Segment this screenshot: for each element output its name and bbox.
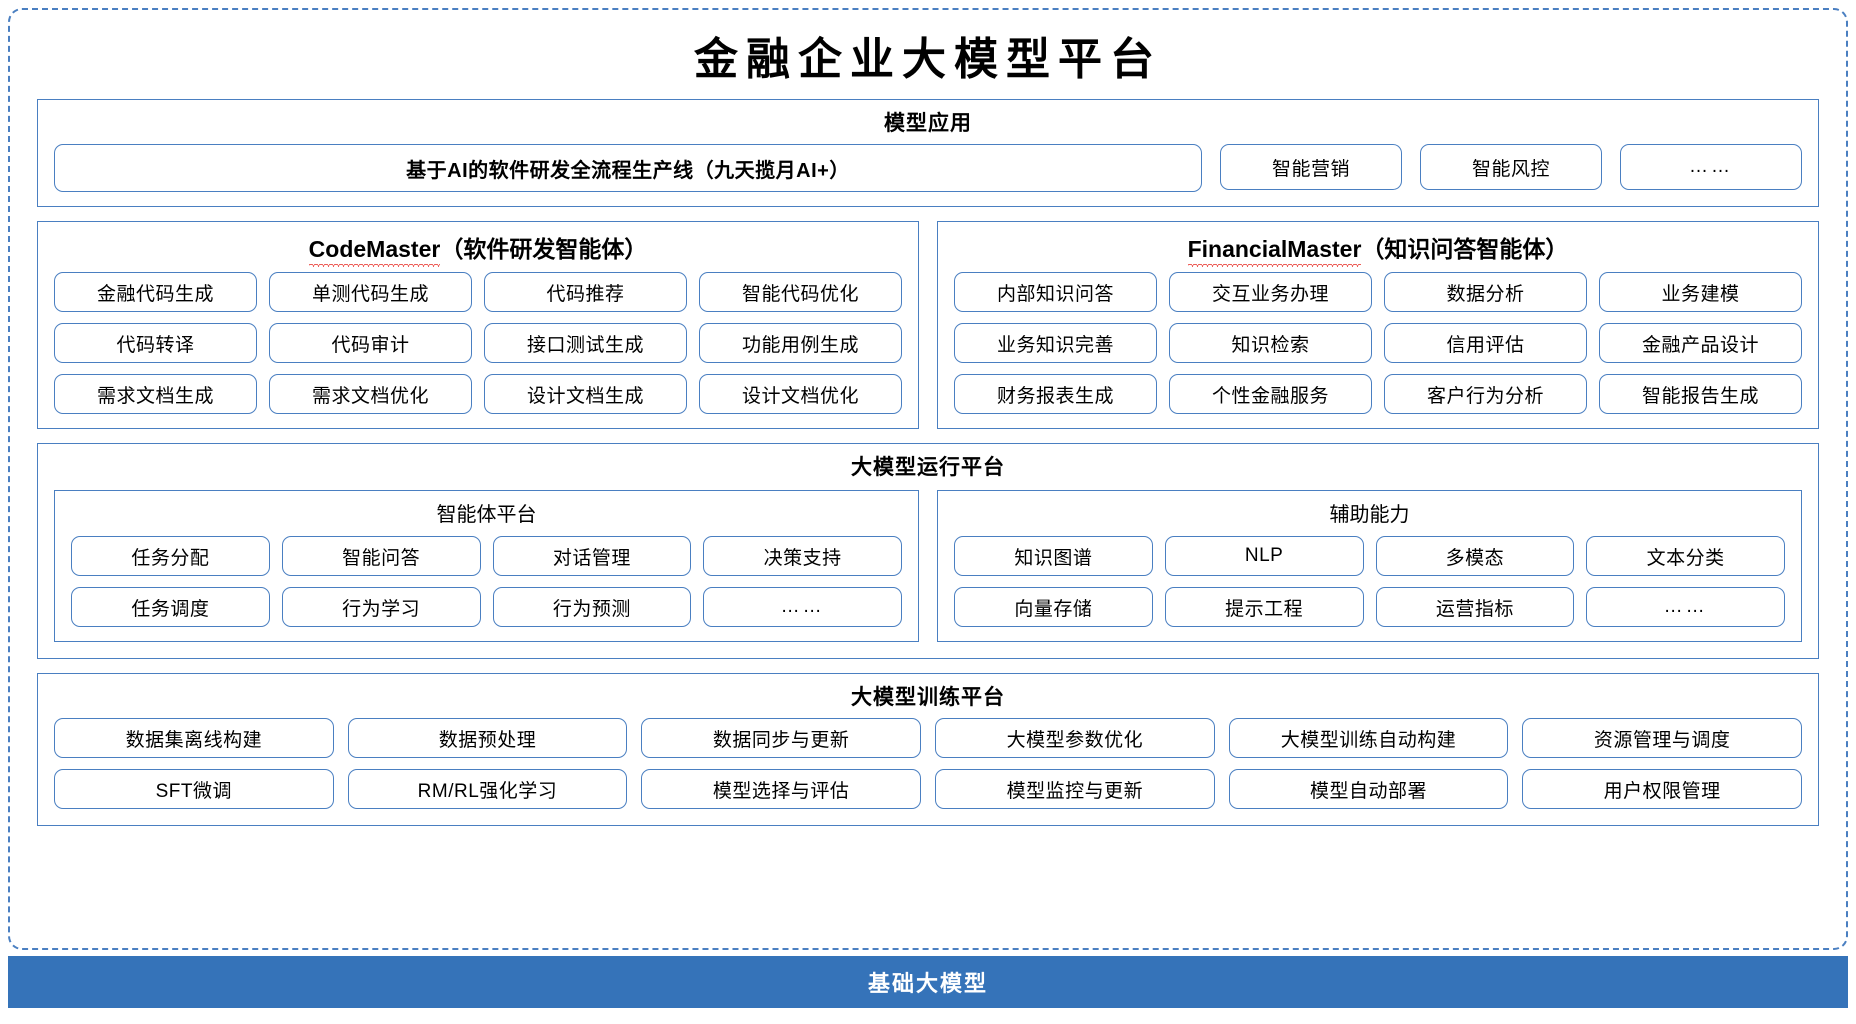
capability-requirement-doc-generation[interactable]: 需求文档生成 bbox=[54, 374, 257, 414]
subsection-auxiliary-capabilities: 辅助能力 知识图谱 NLP 多模态 文本分类 向量存储 提示工程 运营指标 …… bbox=[937, 490, 1802, 642]
training-item-model-parameter-optimization[interactable]: 大模型参数优化 bbox=[934, 718, 1215, 758]
runtime-item-multimodal[interactable]: 多模态 bbox=[1375, 536, 1575, 576]
agent-suffix-financialmaster: （知识问答智能体） bbox=[1361, 236, 1569, 262]
capability-personalized-financial-service[interactable]: 个性金融服务 bbox=[1169, 374, 1372, 414]
training-platform-grid: 数据集离线构建 数据预处理 数据同步与更新 大模型参数优化 大模型训练自动构建 … bbox=[38, 714, 1818, 809]
runtime-item-vector-storage[interactable]: 向量存储 bbox=[954, 587, 1153, 627]
section-runtime-platform: 大模型运行平台 智能体平台 任务分配 智能问答 对话管理 决策支持 任务调度 行… bbox=[37, 443, 1819, 659]
agent-title-financialmaster: FinancialMaster（知识问答智能体） bbox=[938, 222, 1818, 272]
agents-row: CodeMaster（软件研发智能体） 金融代码生成 单测代码生成 代码推荐 智… bbox=[37, 221, 1819, 429]
capability-intelligent-report-generation[interactable]: 智能报告生成 bbox=[1599, 374, 1802, 414]
agent-capability-grid-financialmaster: 内部知识问答 交互业务办理 数据分析 业务建模 业务知识完善 知识检索 信用评估… bbox=[938, 272, 1818, 414]
section-model-applications: 模型应用 基于AI的软件研发全流程生产线（九天揽月AI+） 智能营销 智能风控 … bbox=[37, 99, 1819, 207]
agent-capability-grid-codemaster: 金融代码生成 单测代码生成 代码推荐 智能代码优化 代码转译 代码审计 接口测试… bbox=[38, 272, 918, 414]
runtime-item-text-classification[interactable]: 文本分类 bbox=[1586, 536, 1785, 576]
capability-business-knowledge-refinement[interactable]: 业务知识完善 bbox=[954, 323, 1157, 363]
training-item-sft-finetuning[interactable]: SFT微调 bbox=[54, 769, 334, 809]
capability-interactive-business-handling[interactable]: 交互业务办理 bbox=[1169, 272, 1372, 312]
runtime-item-task-allocation[interactable]: 任务分配 bbox=[71, 536, 270, 576]
agent-name-financialmaster: FinancialMaster bbox=[1187, 236, 1362, 267]
section-title-runtime-platform: 大模型运行平台 bbox=[851, 456, 1005, 479]
runtime-item-behavior-learning[interactable]: 行为学习 bbox=[281, 587, 481, 627]
capability-code-recommendation[interactable]: 代码推荐 bbox=[484, 272, 687, 312]
capability-requirement-doc-optimization[interactable]: 需求文档优化 bbox=[269, 374, 472, 414]
app-item-smart-marketing[interactable]: 智能营销 bbox=[1220, 144, 1402, 190]
capability-functional-case-generation[interactable]: 功能用例生成 bbox=[699, 323, 902, 363]
capability-intelligent-code-optimization[interactable]: 智能代码优化 bbox=[699, 272, 902, 312]
runtime-item-behavior-prediction[interactable]: 行为预测 bbox=[492, 587, 692, 627]
capability-credit-assessment[interactable]: 信用评估 bbox=[1384, 323, 1587, 363]
runtime-item-intelligent-qa[interactable]: 智能问答 bbox=[281, 536, 481, 576]
training-item-data-preprocessing[interactable]: 数据预处理 bbox=[347, 718, 628, 758]
runtime-item-operation-metrics[interactable]: 运营指标 bbox=[1375, 587, 1575, 627]
capability-customer-behavior-analysis[interactable]: 客户行为分析 bbox=[1384, 374, 1587, 414]
foundation-model-bar: 基础大模型 bbox=[8, 956, 1848, 1008]
platform-outer-frame: 金融企业大模型平台 模型应用 基于AI的软件研发全流程生产线（九天揽月AI+） … bbox=[8, 8, 1848, 950]
capability-unit-test-code-generation[interactable]: 单测代码生成 bbox=[269, 272, 472, 312]
runtime-item-more-agent-platform[interactable]: …… bbox=[703, 587, 902, 627]
app-primary-production-line[interactable]: 基于AI的软件研发全流程生产线（九天揽月AI+） bbox=[54, 144, 1202, 192]
subsection-title-agent-platform: 智能体平台 bbox=[436, 504, 537, 526]
training-item-offline-dataset-construction[interactable]: 数据集离线构建 bbox=[54, 718, 334, 758]
training-item-model-selection-evaluation[interactable]: 模型选择与评估 bbox=[641, 769, 921, 809]
capability-code-audit[interactable]: 代码审计 bbox=[269, 323, 472, 363]
training-item-data-sync-update[interactable]: 数据同步与更新 bbox=[641, 718, 921, 758]
subsection-agent-platform: 智能体平台 任务分配 智能问答 对话管理 决策支持 任务调度 行为学习 行为预测… bbox=[54, 490, 919, 642]
capability-interface-test-generation[interactable]: 接口测试生成 bbox=[484, 323, 687, 363]
runtime-columns: 智能体平台 任务分配 智能问答 对话管理 决策支持 任务调度 行为学习 行为预测… bbox=[38, 484, 1818, 642]
capability-data-analysis[interactable]: 数据分析 bbox=[1384, 272, 1587, 312]
runtime-item-task-scheduling[interactable]: 任务调度 bbox=[71, 587, 270, 627]
capability-design-doc-generation[interactable]: 设计文档生成 bbox=[484, 374, 687, 414]
model-applications-row: 基于AI的软件研发全流程生产线（九天揽月AI+） 智能营销 智能风控 …… bbox=[38, 140, 1818, 192]
section-agent-codemaster: CodeMaster（软件研发智能体） 金融代码生成 单测代码生成 代码推荐 智… bbox=[37, 221, 919, 429]
auxiliary-capabilities-grid: 知识图谱 NLP 多模态 文本分类 向量存储 提示工程 运营指标 …… bbox=[938, 536, 1801, 627]
runtime-item-knowledge-graph[interactable]: 知识图谱 bbox=[954, 536, 1153, 576]
capability-business-modeling[interactable]: 业务建模 bbox=[1599, 272, 1802, 312]
training-item-model-monitoring-update[interactable]: 模型监控与更新 bbox=[934, 769, 1215, 809]
training-item-auto-training-construction[interactable]: 大模型训练自动构建 bbox=[1228, 718, 1509, 758]
runtime-item-prompt-engineering[interactable]: 提示工程 bbox=[1164, 587, 1364, 627]
section-agent-financialmaster: FinancialMaster（知识问答智能体） 内部知识问答 交互业务办理 数… bbox=[937, 221, 1819, 429]
runtime-item-nlp[interactable]: NLP bbox=[1164, 536, 1364, 576]
training-item-resource-management-scheduling[interactable]: 资源管理与调度 bbox=[1522, 718, 1802, 758]
capability-financial-product-design[interactable]: 金融产品设计 bbox=[1599, 323, 1802, 363]
section-title-model-applications: 模型应用 bbox=[884, 112, 972, 135]
training-item-user-permission-management[interactable]: 用户权限管理 bbox=[1522, 769, 1802, 809]
runtime-item-more-auxiliary[interactable]: …… bbox=[1586, 587, 1785, 627]
agent-platform-grid: 任务分配 智能问答 对话管理 决策支持 任务调度 行为学习 行为预测 …… bbox=[55, 536, 918, 627]
training-item-model-auto-deployment[interactable]: 模型自动部署 bbox=[1228, 769, 1509, 809]
agent-title-codemaster: CodeMaster（软件研发智能体） bbox=[38, 222, 918, 272]
subsection-title-auxiliary-capabilities: 辅助能力 bbox=[1329, 504, 1410, 526]
capability-financial-code-generation[interactable]: 金融代码生成 bbox=[54, 272, 257, 312]
capability-financial-statement-generation[interactable]: 财务报表生成 bbox=[954, 374, 1157, 414]
agent-suffix-codemaster: （软件研发智能体） bbox=[440, 236, 648, 262]
training-item-rm-rl-reinforcement-learning[interactable]: RM/RL强化学习 bbox=[347, 769, 628, 809]
runtime-item-decision-support[interactable]: 决策支持 bbox=[703, 536, 902, 576]
agent-name-codemaster: CodeMaster bbox=[308, 236, 441, 267]
capability-design-doc-optimization[interactable]: 设计文档优化 bbox=[699, 374, 902, 414]
page-title: 金融企业大模型平台 bbox=[694, 34, 1162, 85]
capability-knowledge-retrieval[interactable]: 知识检索 bbox=[1169, 323, 1372, 363]
app-item-smart-risk-control[interactable]: 智能风控 bbox=[1420, 144, 1602, 190]
section-training-platform: 大模型训练平台 数据集离线构建 数据预处理 数据同步与更新 大模型参数优化 大模… bbox=[37, 673, 1819, 826]
capability-internal-knowledge-qa[interactable]: 内部知识问答 bbox=[954, 272, 1157, 312]
section-title-training-platform: 大模型训练平台 bbox=[851, 686, 1005, 709]
runtime-item-dialog-management[interactable]: 对话管理 bbox=[492, 536, 692, 576]
capability-code-translation[interactable]: 代码转译 bbox=[54, 323, 257, 363]
foundation-model-label: 基础大模型 bbox=[867, 971, 988, 996]
app-item-more[interactable]: …… bbox=[1620, 144, 1802, 190]
